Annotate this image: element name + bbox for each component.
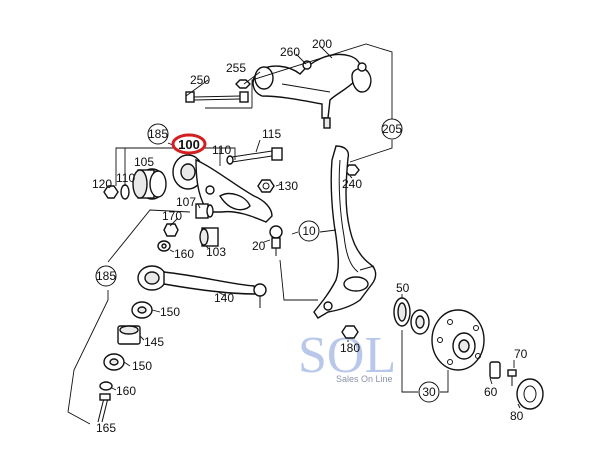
label-165: 165 bbox=[96, 421, 116, 435]
lower-control-arm bbox=[172, 154, 273, 223]
cap-80 bbox=[516, 378, 544, 410]
callout-185-lower: 185 bbox=[95, 265, 117, 287]
label-60: 60 bbox=[484, 385, 498, 399]
label-50: 50 bbox=[396, 281, 410, 295]
nut-240 bbox=[344, 164, 360, 176]
ball-joint-20 bbox=[269, 225, 283, 256]
bracket-10 bbox=[279, 229, 337, 301]
label-70: 70 bbox=[514, 347, 528, 361]
bolt-115 bbox=[226, 147, 283, 165]
bracket-205 bbox=[205, 43, 393, 163]
bearing-30 bbox=[410, 309, 430, 335]
label-200: 200 bbox=[312, 37, 332, 51]
label-120: 120 bbox=[92, 177, 112, 191]
callout-185-lower-text: 185 bbox=[96, 269, 116, 283]
callout-185-upper-text: 185 bbox=[148, 127, 168, 141]
wheel-hub bbox=[431, 309, 485, 371]
bushing-145 bbox=[117, 325, 141, 345]
fitting-107 bbox=[195, 203, 214, 219]
callout-205-text: 205 bbox=[382, 122, 402, 136]
label-170: 170 bbox=[162, 209, 182, 223]
callout-205: 205 bbox=[381, 118, 403, 140]
label-145: 145 bbox=[144, 335, 164, 349]
washer-110 bbox=[120, 184, 130, 200]
bracket-30 bbox=[401, 330, 449, 393]
label-150-lower: 150 bbox=[132, 359, 152, 373]
tension-strut-140 bbox=[137, 265, 267, 308]
steering-knuckle bbox=[313, 145, 377, 319]
part-labels: 200 260 255 250 110 115 105 120 110 130 … bbox=[92, 37, 528, 435]
label-180: 180 bbox=[340, 341, 360, 355]
label-160-upper: 160 bbox=[174, 247, 194, 261]
label-110-left: 110 bbox=[116, 171, 135, 185]
nut-170 bbox=[163, 223, 179, 237]
label-103: 103 bbox=[206, 245, 226, 259]
label-130: 130 bbox=[278, 179, 298, 193]
nut-130 bbox=[257, 179, 275, 193]
leader-lines bbox=[111, 45, 521, 409]
label-110-upper: 110 bbox=[212, 143, 231, 157]
label-260: 260 bbox=[280, 45, 300, 59]
label-115: 115 bbox=[262, 127, 281, 141]
washer-160-upper bbox=[157, 240, 171, 252]
bushing-150-lower bbox=[103, 353, 125, 371]
callout-10-text: 10 bbox=[302, 224, 316, 238]
seal-50 bbox=[393, 297, 411, 327]
label-240: 240 bbox=[342, 177, 362, 191]
label-107: 107 bbox=[176, 195, 196, 209]
label-160-lower: 160 bbox=[116, 384, 136, 398]
bushing-105 bbox=[132, 168, 167, 200]
label-20: 20 bbox=[252, 239, 266, 253]
bushing-150-upper bbox=[131, 301, 153, 319]
label-80: 80 bbox=[510, 409, 524, 423]
label-140: 140 bbox=[214, 291, 234, 305]
bolt-165 bbox=[97, 393, 111, 423]
screw-70 bbox=[507, 369, 517, 386]
callout-185-upper: 185 bbox=[147, 123, 169, 145]
label-255: 255 bbox=[226, 61, 246, 75]
nut-120 bbox=[103, 185, 119, 199]
washer-160-lower bbox=[99, 381, 113, 391]
callout-100-text: 100 bbox=[178, 137, 200, 152]
upper-control-arm bbox=[252, 53, 372, 129]
clip-60 bbox=[489, 361, 501, 379]
callout-100-highlight[interactable]: 100 bbox=[171, 133, 207, 155]
bolt-250 bbox=[185, 91, 249, 103]
nut-180 bbox=[341, 325, 359, 339]
watermark-tagline: Sales On Line bbox=[336, 374, 393, 384]
bushing-103 bbox=[199, 227, 219, 247]
label-250: 250 bbox=[190, 73, 210, 87]
label-150-upper: 150 bbox=[160, 305, 180, 319]
callout-10: 10 bbox=[298, 220, 320, 242]
callout-30: 30 bbox=[418, 381, 440, 403]
label-105: 105 bbox=[134, 155, 154, 169]
callout-30-text: 30 bbox=[422, 385, 436, 399]
bracket-185-lower bbox=[67, 209, 191, 425]
